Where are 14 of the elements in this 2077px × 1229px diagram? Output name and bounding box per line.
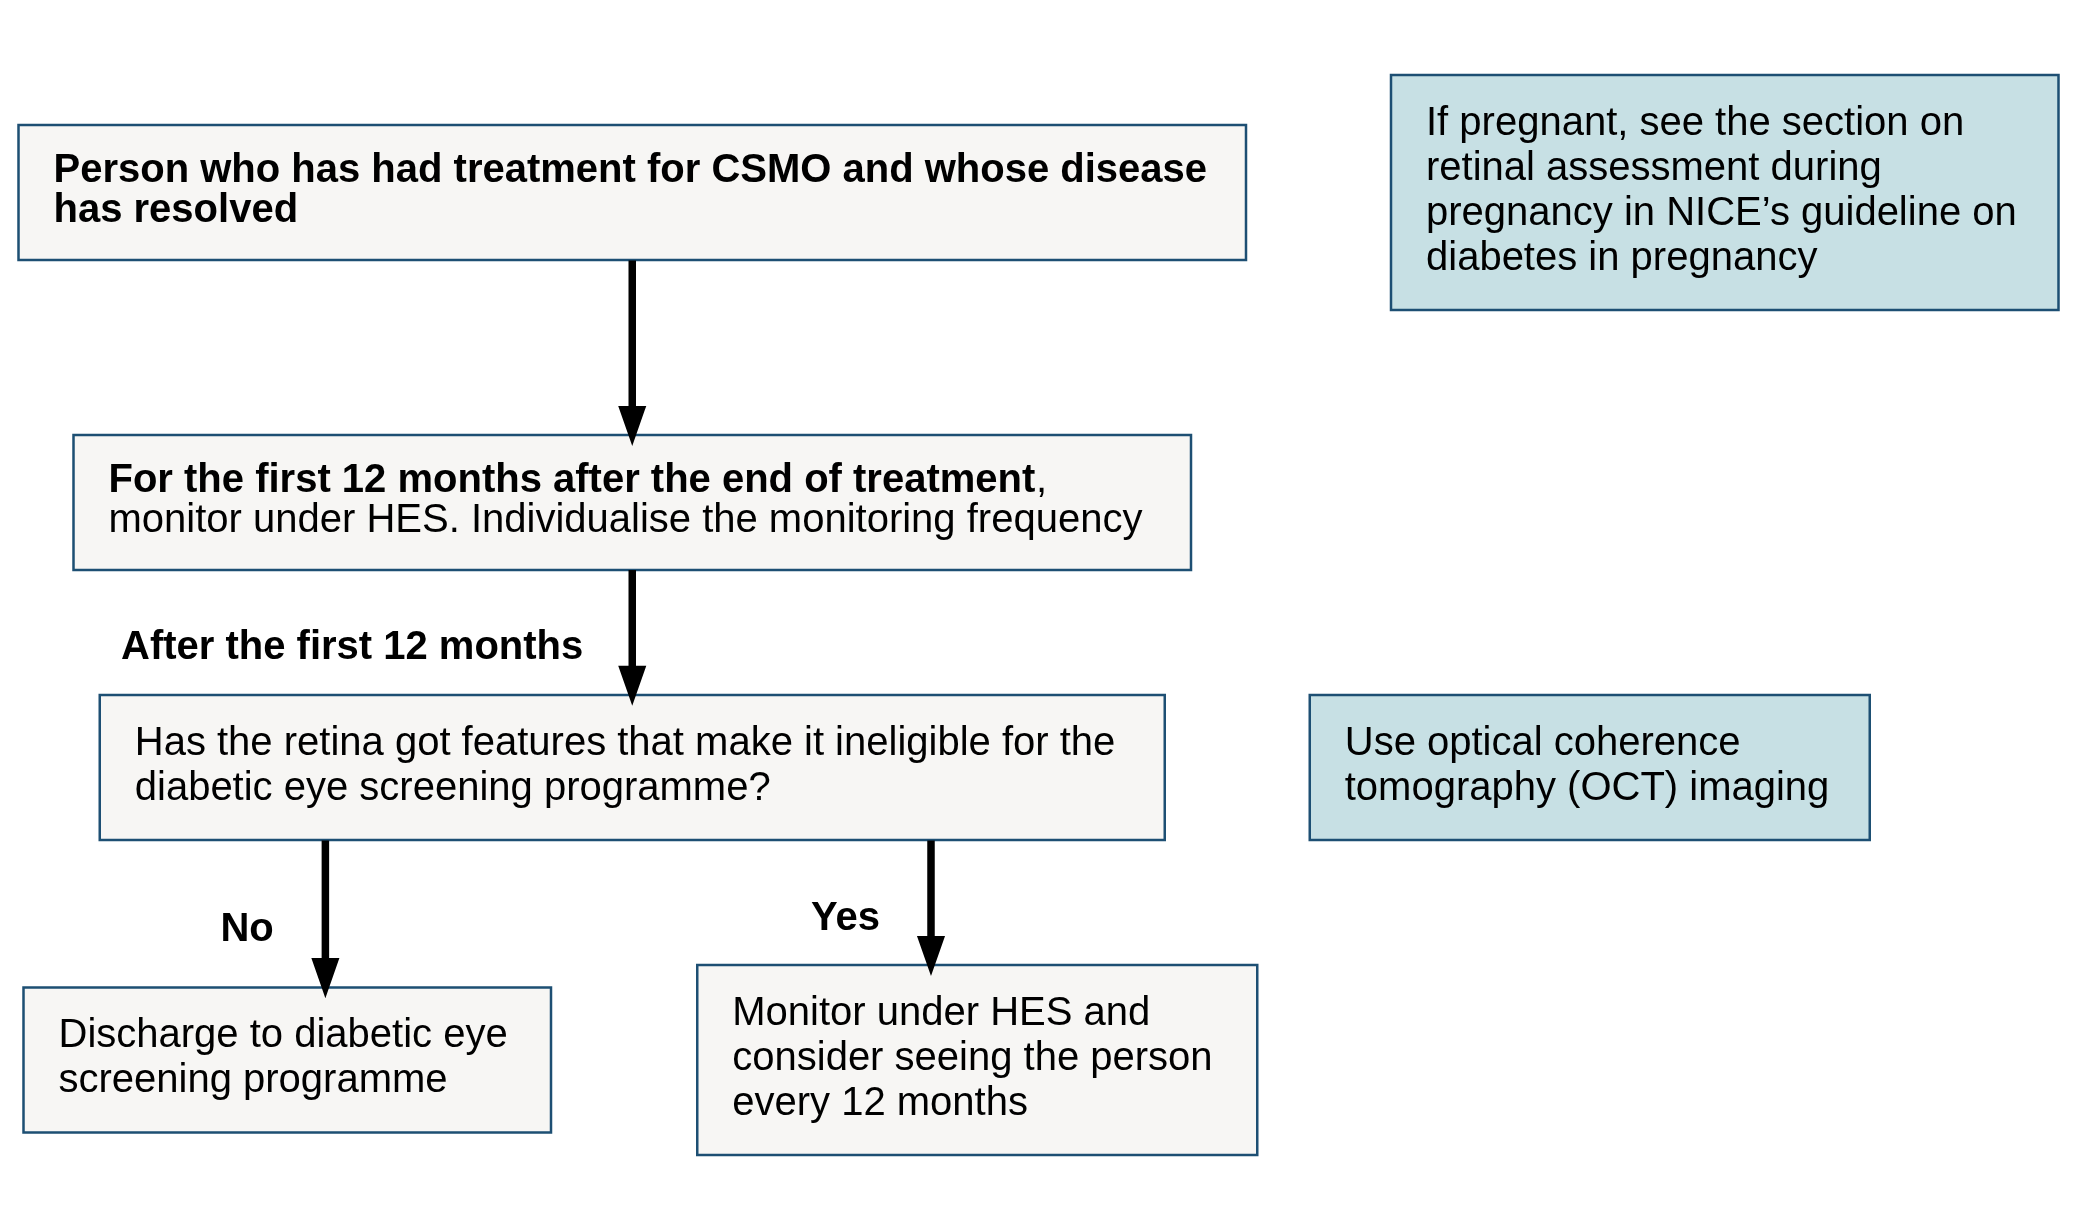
arrow bbox=[618, 260, 647, 446]
arrow bbox=[311, 840, 340, 998]
node-box: For the first 12 months after the end of treatment, monitor under HES. Individualise the monitoring frequency bbox=[72, 433, 1193, 571]
node-box: Has the retina got features that make it ineligible for the diabetic eye screening programme? bbox=[98, 693, 1166, 841]
edge-label: No bbox=[220, 904, 274, 949]
node-box: If pregnant, see the section on retinal assessment during pregnancy in NICE’s guideline on diabetes in pregnancy bbox=[1389, 73, 2060, 311]
node-box: Discharge to diabetic eye screening programme bbox=[22, 985, 553, 1134]
node-box: Use optical coherence tomography (OCT) imaging bbox=[1308, 693, 1871, 841]
edge-label: After the first 12 months bbox=[121, 622, 584, 667]
arrow bbox=[916, 840, 946, 976]
arrow bbox=[618, 569, 647, 706]
edge-label: Yes bbox=[811, 893, 880, 938]
node-box: Monitor under HES and consider seeing the person every 12 months bbox=[696, 963, 1259, 1156]
node-box: Person who has had treatment for CSMO and whose disease has resolved bbox=[17, 123, 1248, 261]
